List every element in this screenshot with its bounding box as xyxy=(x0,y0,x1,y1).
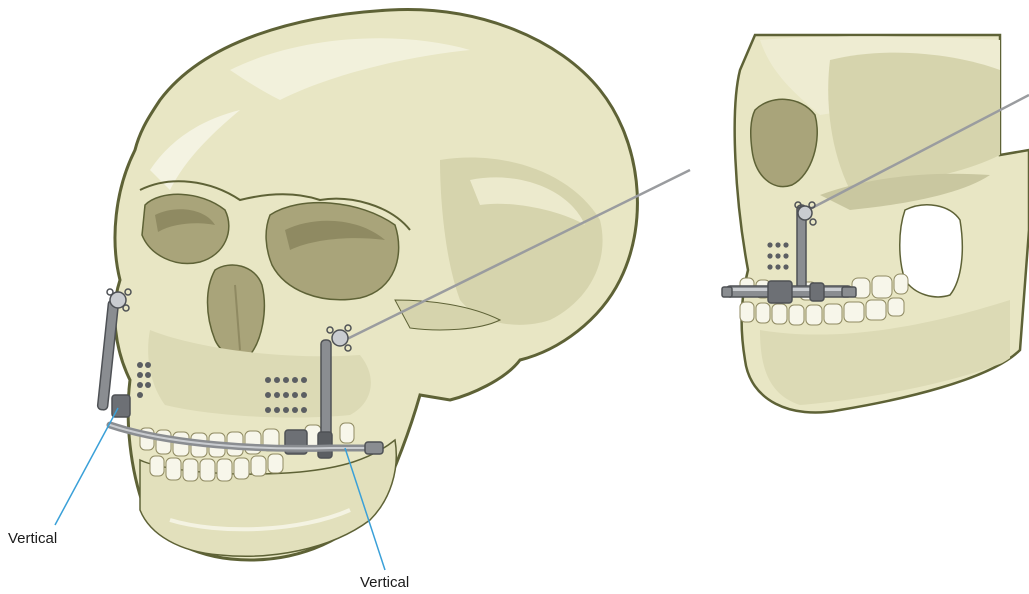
main-skull xyxy=(97,10,690,560)
vertical-label-left: Vertical xyxy=(8,530,57,547)
pointer-line-left xyxy=(55,408,118,525)
bar-end-cap xyxy=(365,442,383,454)
detail-skull xyxy=(722,35,1029,413)
left-eye-socket xyxy=(142,194,229,263)
vertical-label-right: Vertical xyxy=(360,574,409,591)
detail-mandible-notch xyxy=(900,205,963,297)
